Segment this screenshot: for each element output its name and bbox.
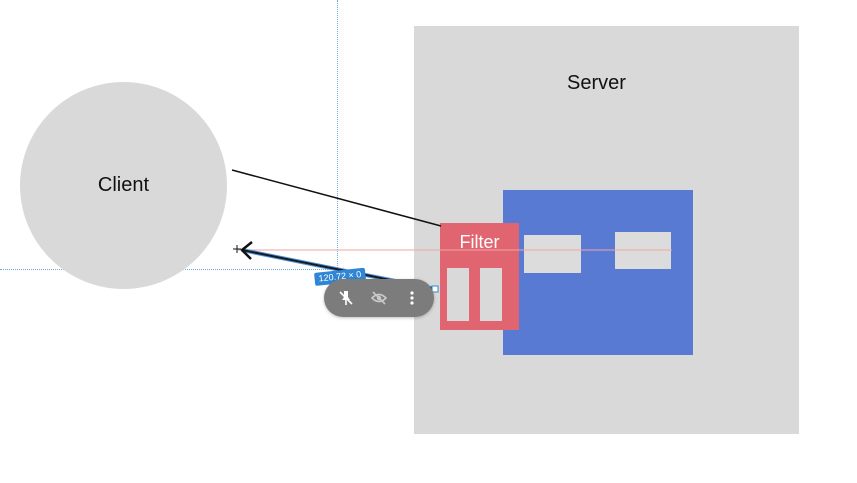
more-options-button[interactable] — [399, 285, 425, 311]
eye-off-button[interactable] — [366, 285, 392, 311]
vertical-guide-line — [337, 0, 338, 270]
pin-off-button[interactable] — [333, 285, 359, 311]
more-vertical-icon — [410, 291, 414, 305]
filter-slot-right[interactable] — [480, 268, 502, 321]
app-slot-right[interactable] — [615, 232, 671, 269]
client-label: Client — [97, 174, 150, 196]
filter-slot-left[interactable] — [447, 268, 469, 321]
filter-label: Filter — [459, 232, 500, 252]
pin-off-icon — [339, 291, 353, 305]
app-slot-left[interactable] — [524, 235, 581, 273]
server-label: Server — [567, 72, 626, 94]
arrowhead — [240, 241, 253, 260]
crosshair-icon — [233, 245, 241, 253]
eye-off-icon — [370, 291, 388, 305]
client-circle[interactable]: Client — [20, 82, 227, 289]
floating-toolbar — [324, 279, 434, 317]
